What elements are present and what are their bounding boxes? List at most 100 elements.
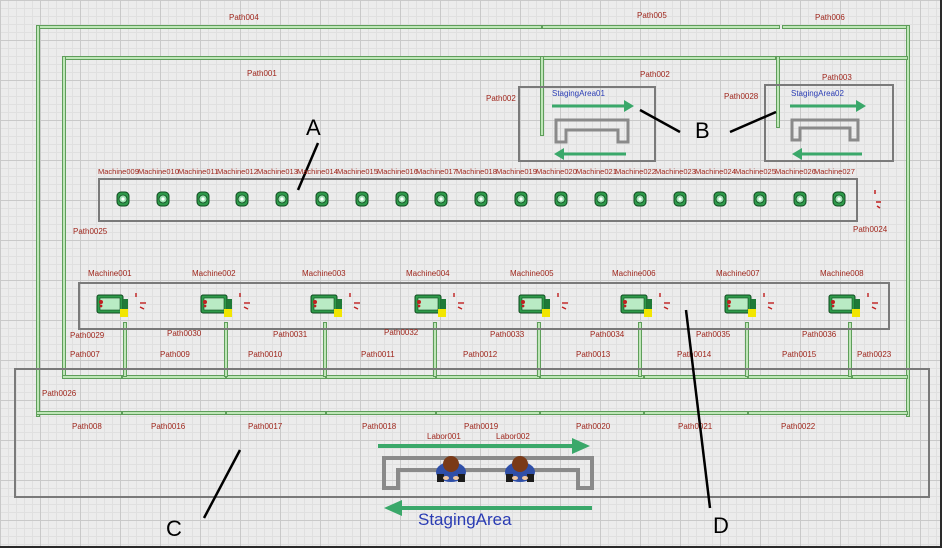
label-path0015: Path0015 <box>782 350 817 359</box>
label-path004: Path004 <box>229 13 259 22</box>
path-0017[interactable] <box>226 411 326 415</box>
machine-row1-label: Machine021 <box>576 167 617 176</box>
machine-row1-icon[interactable] <box>793 191 807 207</box>
label-path0024: Path0024 <box>853 225 888 234</box>
machine-row1-icon[interactable] <box>633 191 647 207</box>
path-0020[interactable] <box>540 411 644 415</box>
label-labor001: Labor001 <box>427 432 461 441</box>
path-0035-conn[interactable] <box>745 322 749 377</box>
machine-row1-icon[interactable] <box>713 191 727 207</box>
path-0031-conn[interactable] <box>323 322 327 377</box>
label-path0031: Path0031 <box>273 330 308 339</box>
path-0016[interactable] <box>122 411 226 415</box>
machine-row2-label: Machine005 <box>510 269 554 278</box>
path-008[interactable] <box>36 411 122 415</box>
machine-row1-label: Machine018 <box>456 167 497 176</box>
path-outer-right[interactable] <box>906 25 910 417</box>
machine-row2-icon[interactable] <box>620 291 672 321</box>
path-0034-conn[interactable] <box>638 322 642 377</box>
machine-row1-label: Machine017 <box>416 167 457 176</box>
machine-row2-icon[interactable] <box>310 291 362 321</box>
path-0032-conn[interactable] <box>433 322 437 377</box>
path-0029-conn[interactable] <box>123 322 127 377</box>
path-009[interactable] <box>122 375 226 379</box>
label-path0017: Path0017 <box>248 422 283 431</box>
machine-row1-icon[interactable] <box>156 191 170 207</box>
machine-row1-label: Machine012 <box>217 167 258 176</box>
machine-row2-icon[interactable] <box>414 291 466 321</box>
machine-row1-label: Machine020 <box>536 167 577 176</box>
machine-row1-icon[interactable] <box>275 191 289 207</box>
machine-row2-icon[interactable] <box>518 291 570 321</box>
machine-row2-icon[interactable] <box>96 291 148 321</box>
machine-row1-icon[interactable] <box>832 191 846 207</box>
path-0015[interactable] <box>748 375 852 379</box>
label-path0012: Path0012 <box>463 350 498 359</box>
machine-row1-icon[interactable] <box>116 191 130 207</box>
machine-row2-label: Machine007 <box>716 269 760 278</box>
path-0036-conn[interactable] <box>848 322 852 377</box>
label-path003: Path003 <box>822 73 852 82</box>
path-0019[interactable] <box>436 411 540 415</box>
label-path0032: Path0032 <box>384 328 419 337</box>
machine-row2-icon[interactable] <box>724 291 776 321</box>
label-path0014: Path0014 <box>677 350 712 359</box>
label-path005: Path005 <box>637 11 667 20</box>
machine-row1-label: Machine015 <box>337 167 378 176</box>
path-0012[interactable] <box>436 375 540 379</box>
machine-row1-icon[interactable] <box>673 191 687 207</box>
machine-row1-icon[interactable] <box>554 191 568 207</box>
path-0011[interactable] <box>326 375 436 379</box>
machine-row2-icon[interactable] <box>200 291 252 321</box>
labor001-icon[interactable] <box>434 452 468 484</box>
path-0010[interactable] <box>226 375 326 379</box>
label-path0013: Path0013 <box>576 350 611 359</box>
callout-d: D <box>713 513 729 538</box>
machine-row1-icon[interactable] <box>594 191 608 207</box>
labor002-icon[interactable] <box>503 452 537 484</box>
machine-row2-label: Machine001 <box>88 269 132 278</box>
label-path0023: Path0023 <box>857 350 892 359</box>
machine-row2-label: Machine004 <box>406 269 450 278</box>
machine-row2-icon[interactable] <box>828 291 880 321</box>
staging-area02-box <box>764 84 894 162</box>
callout-a: A <box>306 115 321 140</box>
label-path0019: Path0019 <box>464 422 499 431</box>
path-0018[interactable] <box>326 411 436 415</box>
callout-b: B <box>695 118 710 143</box>
path-007[interactable] <box>62 375 122 379</box>
path-0028-drop[interactable] <box>776 56 780 128</box>
path-0033-conn[interactable] <box>537 322 541 377</box>
path-005[interactable] <box>542 25 780 29</box>
label-staging-area01: StagingArea01 <box>552 89 605 98</box>
machine-row2-label: Machine008 <box>820 269 864 278</box>
machine-row1-icon[interactable] <box>196 191 210 207</box>
machine-row1-icon[interactable] <box>753 191 767 207</box>
machine-row1-label: Machine013 <box>257 167 298 176</box>
path-0014[interactable] <box>644 375 748 379</box>
label-path0036: Path0036 <box>802 330 837 339</box>
machine-row1-icon[interactable] <box>514 191 528 207</box>
machine-row1-label: Machine010 <box>138 167 179 176</box>
machine-row1-box <box>98 178 858 222</box>
machine-row1-icon[interactable] <box>434 191 448 207</box>
staging-area02-graphic[interactable] <box>788 96 866 160</box>
label-path0011: Path0011 <box>361 350 395 359</box>
path-0013[interactable] <box>540 375 644 379</box>
machine-row1-icon[interactable] <box>395 191 409 207</box>
path-0022[interactable] <box>748 411 908 415</box>
label-staging-area-main: StagingArea <box>418 510 512 529</box>
machine-row1-icon[interactable] <box>235 191 249 207</box>
staging-area01-graphic[interactable] <box>550 96 634 160</box>
machine-row1-icon[interactable] <box>355 191 369 207</box>
path-0030-conn[interactable] <box>224 322 228 377</box>
path-outer-left[interactable] <box>36 25 40 417</box>
machine-row1-icon[interactable] <box>474 191 488 207</box>
label-path0028: Path0028 <box>724 92 759 101</box>
path-002-drop[interactable] <box>540 56 544 136</box>
path-0023[interactable] <box>852 375 908 379</box>
path-0021[interactable] <box>644 411 748 415</box>
machine-row1-label: Machine016 <box>377 167 418 176</box>
machine-row1-icon[interactable] <box>315 191 329 207</box>
